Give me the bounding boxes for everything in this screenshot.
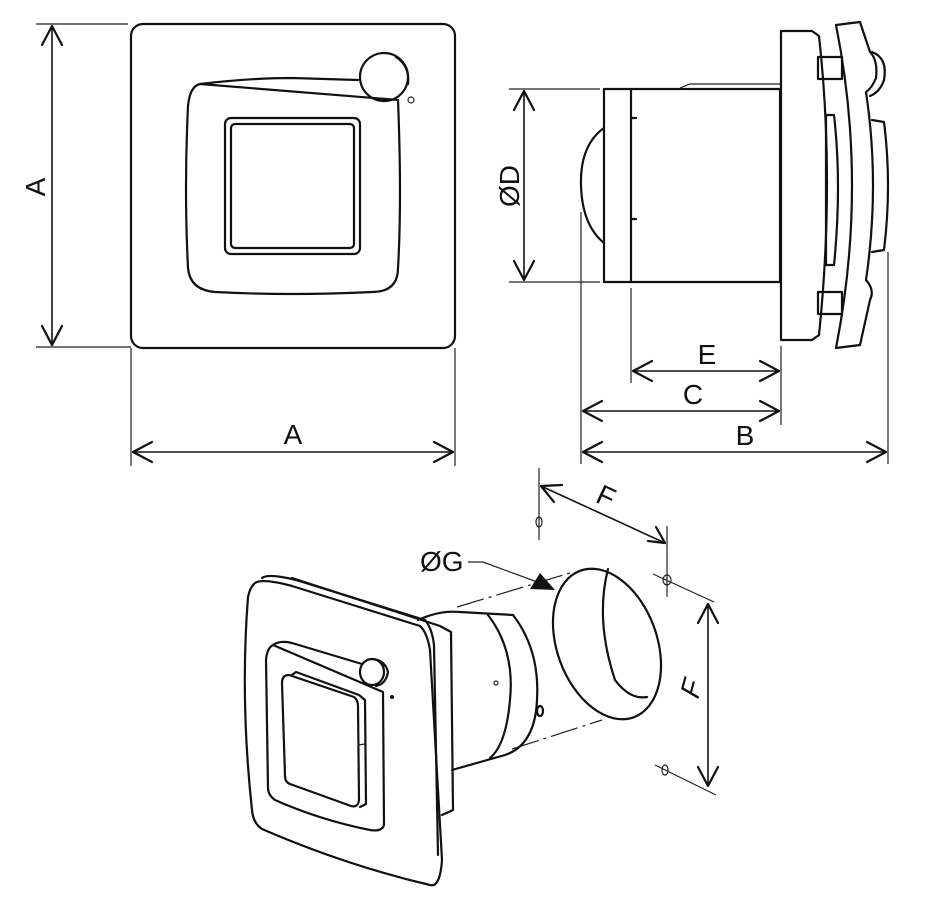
arrow-left-icon — [131, 440, 154, 464]
arrow-up-icon — [512, 89, 536, 112]
isometric-view: ØG F F — [243, 468, 720, 887]
dim-a-vertical-label: A — [20, 177, 51, 196]
dim-b-label: B — [736, 420, 755, 451]
center-grille-outer — [223, 116, 362, 256]
arrow-down-icon — [40, 324, 64, 347]
knob-shadow — [394, 55, 410, 86]
indicator-led-icon — [407, 96, 415, 104]
arrow-left-icon — [631, 359, 654, 383]
iso-spigot — [416, 610, 539, 772]
iso-indicator-led-icon — [390, 695, 394, 699]
arrow-up-icon — [696, 602, 720, 625]
iso-duct-ring — [551, 567, 663, 721]
front-view: A A — [20, 22, 457, 466]
iso-front-panel — [243, 579, 444, 887]
dim-e-label: E — [698, 339, 717, 370]
dim-g-label: ØG — [420, 546, 464, 577]
arrow-left-icon — [539, 483, 564, 504]
dim-a-horizontal-label: A — [284, 419, 303, 450]
arrow-right-icon — [432, 440, 455, 464]
arrow-triangle-icon — [530, 573, 555, 590]
backdraft-dome — [579, 126, 606, 245]
arrow-right-icon — [865, 440, 888, 464]
arrow-right-icon — [758, 399, 781, 423]
inner-frame-outline — [184, 76, 402, 296]
arrow-right-icon — [646, 525, 667, 545]
arrow-left-icon — [581, 440, 604, 464]
iso-duct-seam — [601, 567, 649, 699]
mount-hole-icon — [662, 574, 672, 586]
center-grille-inner — [229, 122, 356, 250]
dim-f-top-label: F — [592, 479, 621, 514]
mount-hole-icon — [661, 764, 669, 776]
knob-side — [868, 50, 886, 98]
dim-c-label: C — [683, 379, 703, 410]
arrow-left-icon — [581, 399, 604, 423]
iso-square-grille — [280, 673, 361, 808]
side-view: ØD E C B — [494, 20, 890, 464]
arrow-up-icon — [40, 24, 64, 47]
front-panel-outline — [129, 22, 457, 350]
dim-f-side-label: F — [676, 672, 709, 705]
grille-side — [870, 118, 890, 254]
back-plate — [779, 29, 829, 342]
iso-knob-icon — [358, 657, 386, 687]
dim-f-top-line — [540, 485, 666, 544]
iso-back-plate-edge — [290, 576, 455, 817]
arrow-down-icon — [512, 259, 536, 282]
arrow-right-icon — [758, 359, 781, 383]
iso-inner-frame — [264, 640, 386, 832]
dim-d-label: ØD — [494, 165, 525, 207]
mount-hole-icon — [535, 516, 543, 528]
iso-screw-hole — [535, 704, 545, 718]
arrow-down-icon — [696, 765, 720, 788]
front-cover — [834, 20, 878, 350]
